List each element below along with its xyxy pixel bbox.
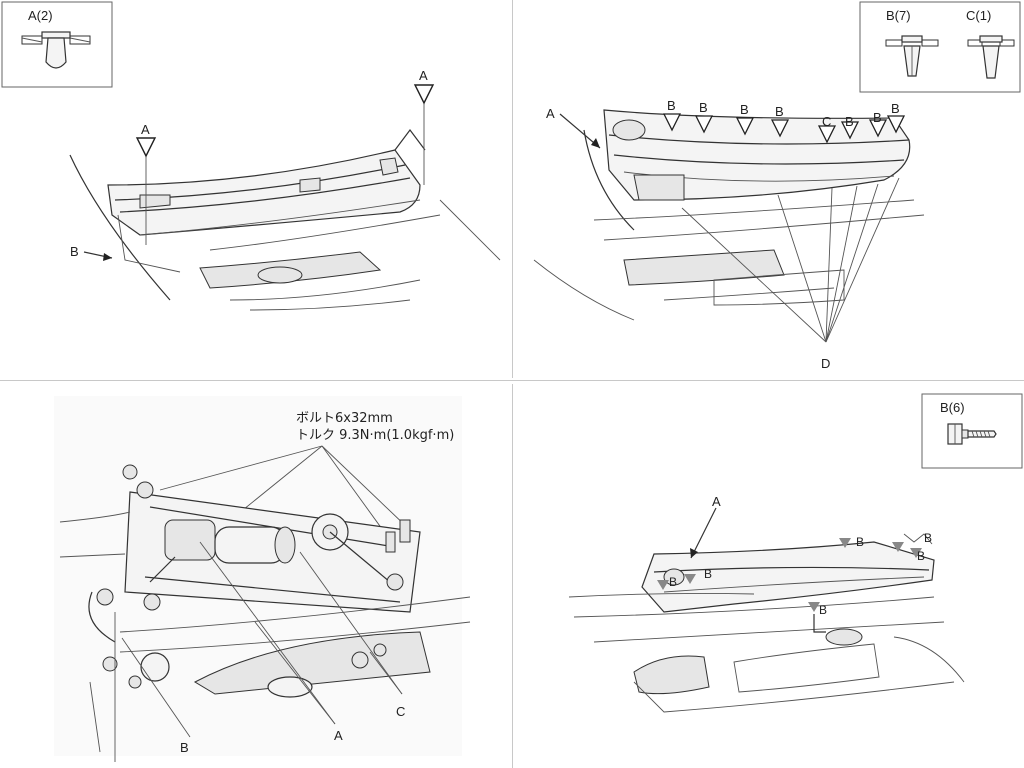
leader-a-1	[199, 541, 336, 725]
callout-d-leaders	[681, 177, 900, 343]
panel-wiper-linkage-removal: ボルト6x32mm トルク 9.3N·m(1.0kgf·m)	[0, 382, 510, 768]
vertical-divider-bottom	[512, 384, 513, 768]
callout-c-arrow	[817, 125, 837, 144]
panel-cowl-cover-removal: A(2)	[0, 0, 510, 378]
cowl-top-diagram: B(7) C(1)	[533, 1, 1021, 371]
leader-b	[121, 637, 191, 738]
leader-c-2	[369, 651, 403, 695]
leader-a-2	[254, 621, 336, 725]
arrow-head-a	[690, 548, 698, 558]
cowl-cover-diagram: A(2)	[1, 1, 501, 311]
clip-a-icon	[21, 31, 91, 69]
inset-label-a: A(2)	[28, 8, 53, 23]
clip-inset-box	[859, 1, 1021, 93]
inset-label-b7: B(7)	[886, 8, 911, 23]
callout-c: C	[396, 704, 405, 719]
callout-b-3: B	[740, 102, 749, 117]
clip-b-icon	[885, 35, 939, 77]
callout-c: C	[822, 114, 831, 129]
wiper-linkage-diagram: ボルト6x32mm トルク 9.3N·m(1.0kgf·m)	[54, 396, 471, 762]
bolt-spec-line1: ボルト6x32mm	[296, 411, 393, 426]
callout-b-arrows	[662, 113, 906, 144]
callout-arrow-a-left	[135, 137, 157, 245]
callout-a: A	[546, 106, 555, 121]
callout-b-7: B	[891, 101, 900, 116]
arrow-head-b	[103, 253, 112, 261]
callout-b-5: B	[845, 114, 854, 129]
callout-b-4: B	[924, 531, 932, 545]
cowl-top-part	[533, 109, 925, 321]
arrow-head-a	[591, 138, 600, 148]
callout-b-2: B	[699, 100, 708, 115]
callout-b-3: B	[856, 535, 864, 549]
callout-arrow-a	[690, 507, 717, 559]
torque-spec-line2: トルク 9.3N·m(1.0kgf·m)	[296, 428, 454, 443]
callout-b-6: B	[819, 603, 827, 617]
leader-c-1	[299, 551, 403, 695]
bolt-inset-box	[921, 393, 1023, 469]
callout-a: A	[334, 728, 343, 743]
wiper-motor-linkage	[59, 464, 471, 762]
cowl-panel-part	[568, 533, 965, 713]
vertical-divider-top	[512, 0, 513, 378]
callout-a-right: A	[419, 68, 428, 83]
panel-cowl-top-removal: B(7) C(1)	[514, 0, 1024, 378]
callout-b-4: B	[775, 104, 784, 119]
horizontal-divider	[0, 380, 1024, 381]
callout-b-1: B	[669, 575, 677, 589]
callout-b: B	[180, 740, 189, 755]
callout-arrow-a-right	[413, 84, 435, 185]
flange-bolt-icon	[947, 423, 997, 445]
inset-label-b6: B(6)	[940, 400, 965, 415]
callout-a-left: A	[141, 122, 150, 137]
cowl-panel-diagram: B(6)	[568, 393, 1023, 713]
callout-d: D	[821, 356, 830, 371]
inset-label-c1: C(1)	[966, 8, 991, 23]
callout-b-1: B	[667, 98, 676, 113]
panel-cowl-panel-removal: B(6)	[514, 382, 1024, 768]
callout-a: A	[712, 494, 721, 509]
callout-b-5: B	[917, 549, 925, 563]
bolt-position-markers	[657, 538, 922, 612]
cowl-cover-part	[69, 129, 501, 311]
callout-b-6: B	[873, 110, 882, 125]
callout-b-2: B	[704, 567, 712, 581]
callout-b: B	[70, 244, 79, 259]
clip-c-icon	[967, 35, 1015, 79]
clip-inset-box	[1, 1, 113, 88]
